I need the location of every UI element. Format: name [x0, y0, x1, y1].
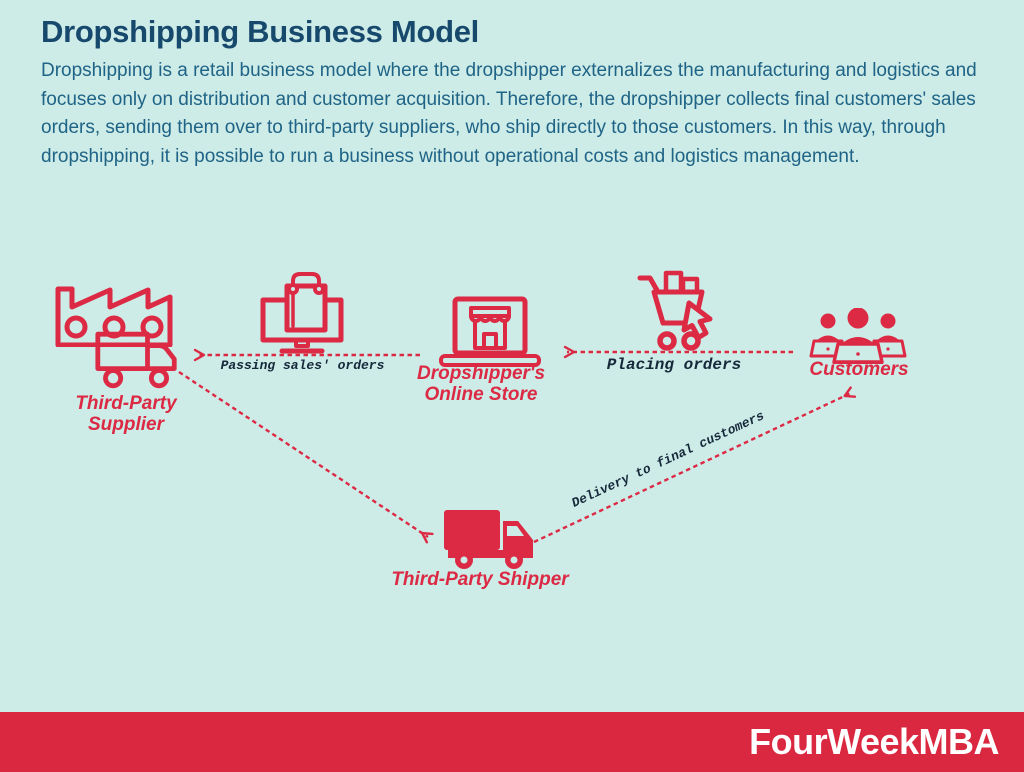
arrow-delivery-to-customers	[533, 386, 857, 544]
cart-cursor-icon	[637, 270, 713, 351]
store-label: Dropshipper's Online Store	[416, 363, 546, 406]
flow-label-placing-orders: Placing orders	[606, 356, 742, 374]
footer-bar: FourWeekMBA	[0, 712, 1024, 772]
arrow-supplier-to-shipper	[178, 370, 434, 544]
page-title: Dropshipping Business Model	[41, 14, 479, 49]
brand-logo: FourWeekMBA	[749, 721, 999, 762]
customers-label: Customers	[809, 359, 909, 380]
delivery-truck-icon	[444, 510, 533, 569]
monitor-shopping-bag-icon	[260, 272, 344, 354]
factory-icon	[55, 286, 173, 347]
shipper-label: Third-Party Shipper	[391, 569, 569, 590]
flow-label-delivery-to-final-customers: Delivery to final customers	[569, 408, 767, 511]
supplier-truck-icon	[95, 331, 177, 389]
supplier-label: Third-Party Supplier	[75, 393, 177, 436]
flow-label-passing-sales-orders: Passing sales' orders	[220, 358, 385, 373]
people-at-laptops-icon	[809, 308, 907, 364]
page-description: Dropshipping is a retail business model …	[41, 60, 977, 168]
laptop-storefront-icon	[439, 296, 541, 367]
